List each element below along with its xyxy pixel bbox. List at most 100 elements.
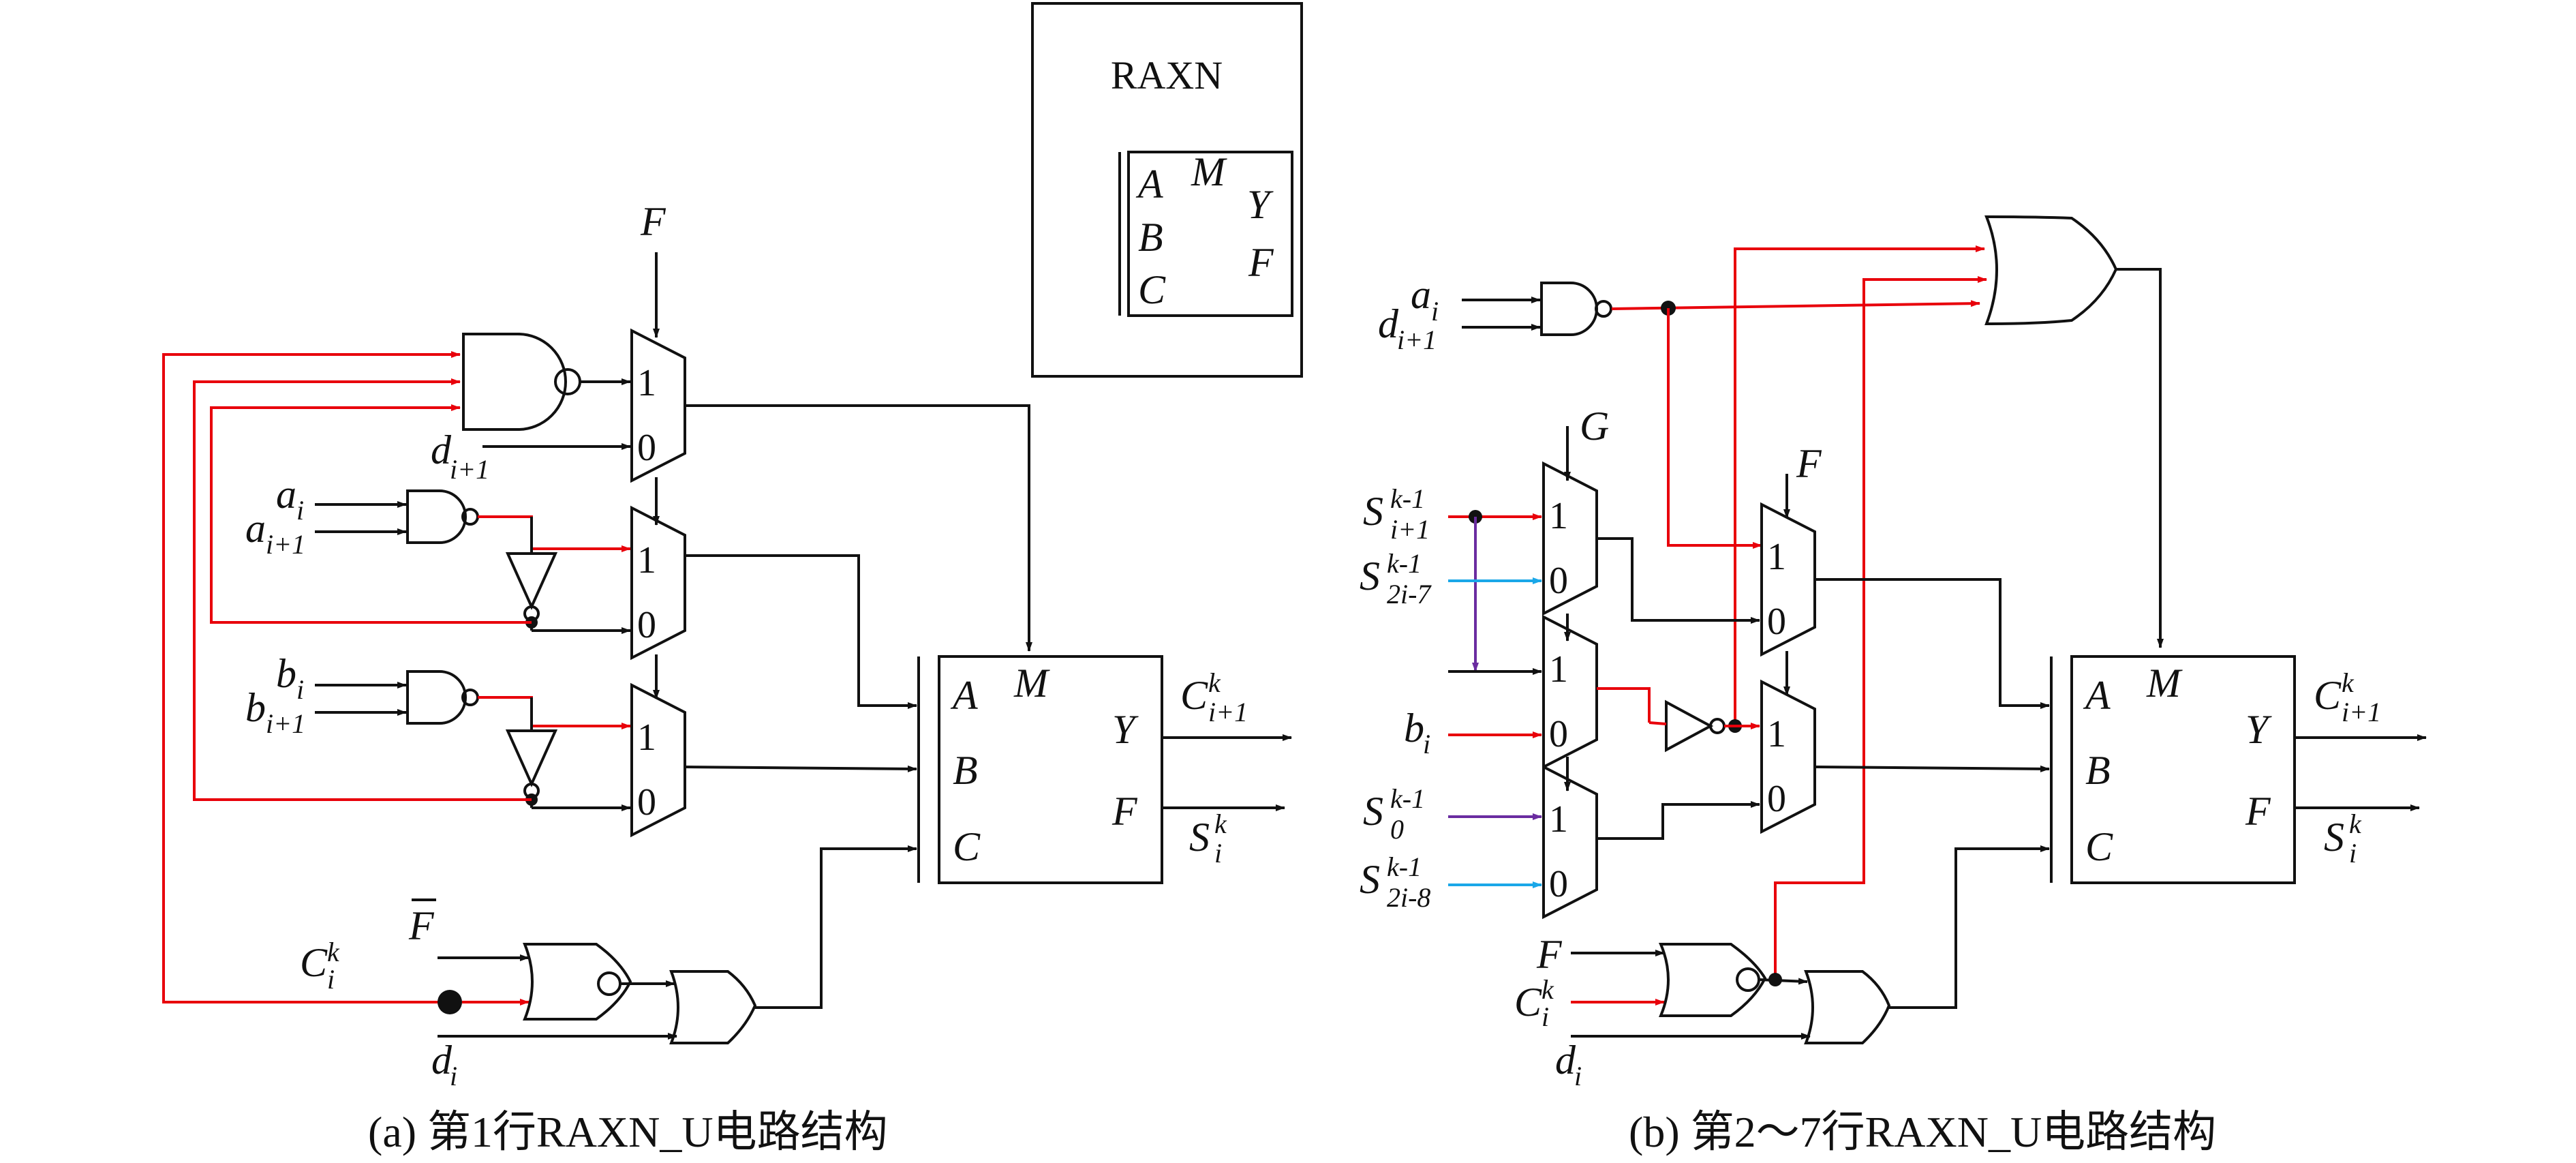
b-label-S8-base: S [1360,857,1380,902]
b-label-S1-sup: k-1 [1390,483,1425,514]
legend-pin-a: A [1135,162,1163,207]
a-mux-3 [630,682,686,838]
legend-pin-c: C [1138,267,1166,312]
b-out-sum-sub: i [2349,838,2357,869]
b-block-pin-f: F [2245,789,2271,834]
a-label-di-sub: i [450,1061,457,1091]
a-mux-2 [630,505,686,661]
b-label-di-sub: i [1574,1061,1582,1091]
b-label-a-base: a [1411,272,1431,317]
b-muxr2-in0: 0 [1767,778,1786,820]
a-nand-b [406,670,467,725]
a-or-gate [669,969,757,1045]
a-label-C-sup: k [327,937,340,967]
b-label-C-base: C [1514,980,1542,1025]
b-or-gate [1804,969,1891,1045]
b-label-a-sub: i [1431,296,1439,327]
b-muxl3-in0: 0 [1549,863,1568,905]
b-mux-l2 [1542,614,1598,770]
b-out-carry-sub: i+1 [2342,697,2381,727]
a-out-carry-sub: i+1 [1208,697,1248,727]
a-label-C-base: C [300,940,328,985]
a-label-F: F [640,199,666,244]
b-label-S2-sub: 2i-7 [1387,579,1432,609]
a-mux2-in0: 0 [637,604,656,646]
b-muxl2-in0: 0 [1549,713,1568,755]
legend-pin-y: Y [1247,182,1274,227]
a-label-F-bar: F [408,903,435,948]
b-nand-top [1540,282,1598,336]
b-label-S1-sub: i+1 [1390,514,1430,545]
a-nor-gate [523,942,632,1021]
b-mux-l3 [1542,764,1598,920]
a-label-b1-base: b [245,685,266,730]
a-inverter-a [505,552,558,610]
legend-pin-m: M [1191,149,1227,194]
legend-pin-f: F [1248,240,1274,285]
b-muxr1-in1: 1 [1767,536,1786,578]
b-inverter [1665,699,1714,753]
circuit-b: a i d i+1 G 1 0 1 0 1 0 [1360,215,2427,1091]
b-block-pin-y: Y [2245,707,2272,752]
legend-raxn-box: RAXN A B C M Y F [1031,2,1303,378]
b-nor-gate [1658,942,1767,1018]
a-label-b-sub: i [296,674,304,705]
b-muxr2-in1: 1 [1767,713,1786,755]
b-label-S1-base: S [1363,489,1383,534]
b-label-S0-base: S [1363,789,1383,834]
a-out-sum-sub: i [1214,838,1222,869]
b-mux-r2 [1760,679,1816,834]
b-label-d-base: d [1378,301,1399,346]
a-label-C-sub: i [327,964,335,995]
a-block-pin-a: A [950,673,978,718]
a-label-a1-base: a [245,506,266,551]
a-mux1-in0: 0 [637,427,656,469]
b-mux-l1 [1542,461,1598,616]
caption-a: (a) 第1行RAXN_U电路结构 [368,1108,888,1156]
a-label-a-base: a [276,472,296,517]
b-muxl1-in1: 1 [1549,495,1568,537]
b-out-carry-sup: k [2342,667,2355,698]
b-label-d-sub: i+1 [1397,324,1437,355]
legend-title: RAXN [1111,53,1223,97]
b-label-C-sub: i [1542,1001,1549,1032]
caption-b: (b) 第2～7行RAXN_U电路结构 [1629,1108,2216,1156]
b-label-b-sub: i [1423,729,1430,759]
b-mux-r1 [1760,502,1816,657]
a-mux2-in1: 1 [637,539,656,582]
a-block-pin-f: F [1111,789,1138,834]
b-label-S2-sup: k-1 [1387,548,1422,579]
legend-pin-b: B [1138,215,1163,260]
b-muxl3-in1: 1 [1549,798,1568,841]
b-label-S0-sup: k-1 [1390,783,1425,814]
b-block-pin-a: A [2083,673,2111,718]
b-label-b-base: b [1404,706,1424,751]
b-block-pin-c: C [2085,824,2113,869]
a-label-di-base: d [431,1038,453,1083]
a-label-a1-sub: i+1 [266,529,305,560]
b-out-carry-base: C [2314,673,2342,718]
a-label-d-base: d [431,427,452,472]
a-block-pin-m: M [1013,661,1050,706]
b-block-pin-b: B [2085,748,2111,793]
b-label-F2: F [1536,932,1563,977]
circuit-a: F 1 0 d i+1 1 0 a i a i+1 [162,199,1292,1091]
b-label-F: F [1796,441,1822,486]
a-inverter-b [505,729,558,787]
b-muxl2-in1: 1 [1549,648,1568,691]
a-label-b-base: b [276,651,296,696]
a-block-pin-c: C [953,824,981,869]
a-label-d-sub: i+1 [450,454,489,485]
b-label-G: G [1580,404,1609,449]
a-mux1-in1: 1 [637,362,656,404]
b-label-S0-sub: 0 [1390,814,1404,845]
b-block-pin-m: M [2146,661,2183,706]
a-mux3-in1: 1 [637,716,656,759]
b-label-di-base: d [1555,1038,1576,1083]
a-mux3-in0: 0 [637,781,656,824]
b-label-S8-sub: 2i-8 [1387,882,1430,913]
a-nand-1 [462,333,567,431]
b-label-S8-sup: k-1 [1387,851,1422,882]
